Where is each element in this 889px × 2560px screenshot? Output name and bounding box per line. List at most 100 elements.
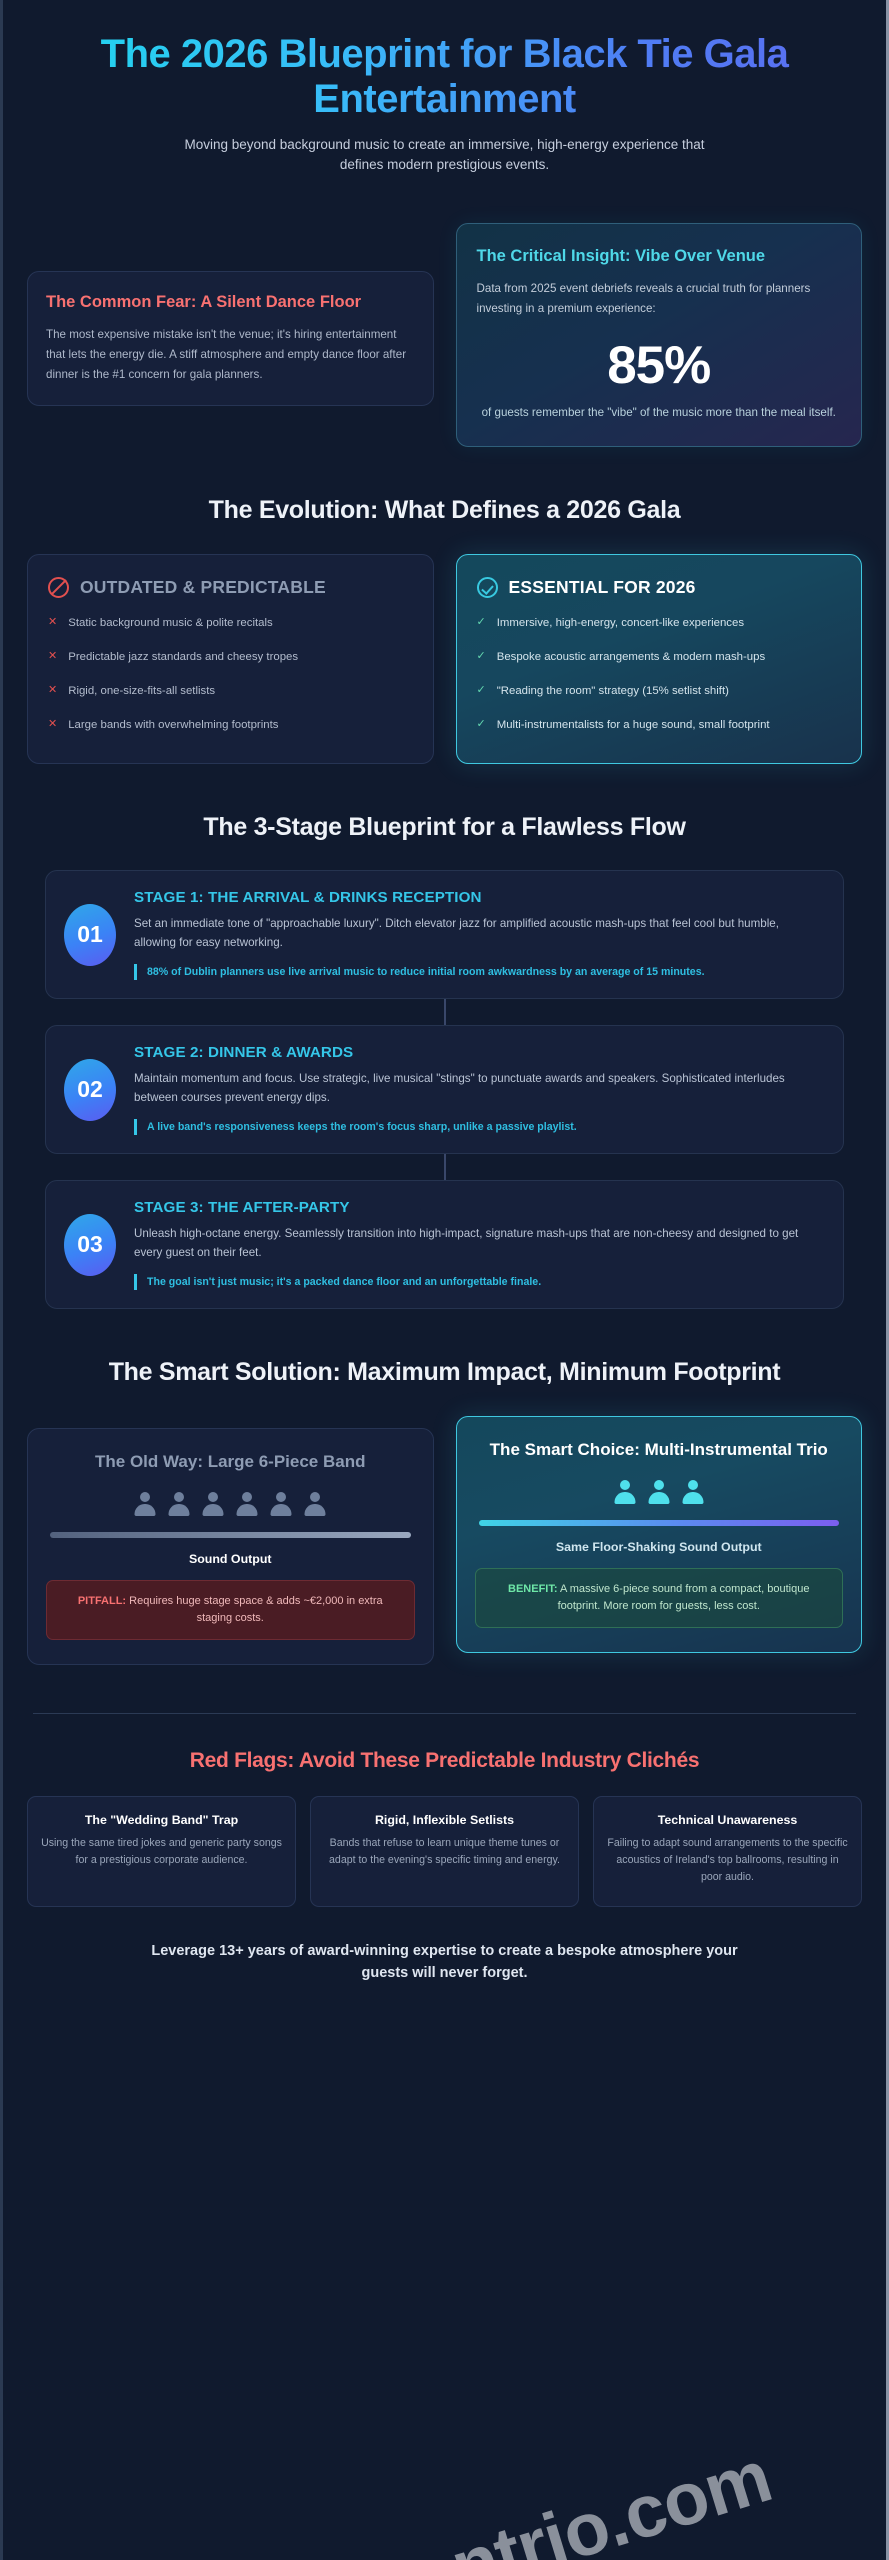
stage-body: Unleash high-octane energy. Seamlessly t… <box>134 1227 799 1259</box>
common-fear-body: The most expensive mistake isn't the ven… <box>46 327 407 381</box>
red-flags-heading: Red Flags: Avoid These Predictable Indus… <box>189 1749 700 1773</box>
red-flag-title: Rigid, Inflexible Setlists <box>374 1813 515 1827</box>
sound-output-bar-new <box>478 1520 839 1527</box>
outdated-card: OUTDATED & PREDICTABLE ✕ Static backgrou… <box>27 553 434 764</box>
x-icon: ✕ <box>48 684 58 697</box>
sound-output-label-old: Sound Output <box>188 1552 272 1567</box>
pitfall-note: PITFALL: Requires huge stage space & add… <box>46 1580 415 1641</box>
person-icon <box>236 1492 258 1517</box>
person-icon <box>202 1492 224 1517</box>
list-item-label: Rigid, one-size-fits-all setlists <box>68 685 216 698</box>
smart-solution-heading: The Smart Solution: Maximum Impact, Mini… <box>108 1358 781 1387</box>
stage-title: STAGE 1: THE ARRIVAL & DRINKS RECEPTION <box>134 889 482 907</box>
watermark: thehitmentrio.com <box>154 2433 780 2560</box>
person-icon <box>168 1492 190 1517</box>
list-item-label: Predictable jazz standards and cheesy tr… <box>68 650 299 663</box>
check-circle-icon <box>476 576 498 598</box>
red-flag-body: Using the same tired jokes and generic p… <box>41 1837 282 1866</box>
stat-value: 85% <box>607 335 711 395</box>
stage-highlight: A live band's responsiveness keeps the r… <box>134 1118 823 1136</box>
common-fear-title: The Common Fear: A Silent Dance Floor <box>46 293 362 312</box>
stage-highlight: 88% of Dublin planners use live arrival … <box>134 963 823 981</box>
old-way-title: The Old Way: Large 6-Piece Band <box>95 1451 366 1471</box>
stage-number-badge: 01 <box>64 903 116 966</box>
outdated-title: OUTDATED & PREDICTABLE <box>80 576 326 597</box>
person-icon <box>682 1480 704 1505</box>
stage-title: STAGE 2: DINNER & AWARDS <box>134 1044 354 1062</box>
check-icon: ✓ <box>476 684 486 697</box>
smart-choice-title: The Smart Choice: Multi-Instrumental Tri… <box>489 1439 828 1459</box>
list-item-label: Static background music & polite recital… <box>68 616 273 629</box>
red-flag-card: Rigid, Inflexible Setlists Bands that re… <box>310 1796 579 1907</box>
check-icon: ✓ <box>476 718 486 731</box>
stat-caption: of guests remember the "vibe" of the mus… <box>481 405 836 419</box>
evolution-heading: The Evolution: What Defines a 2026 Gala <box>208 496 681 525</box>
benefit-body: A massive 6-piece sound from a compact, … <box>557 1583 810 1613</box>
list-item: ✕ Large bands with overwhelming footprin… <box>48 716 413 734</box>
essential-list: ✓ Immersive, high-energy, concert-like e… <box>477 614 842 735</box>
footer-cta: Leverage 13+ years of award-winning expe… <box>151 1942 738 1981</box>
hero-section: The 2026 Blueprint for Black Tie Gala En… <box>27 18 862 175</box>
blueprint-heading: The 3-Stage Blueprint for a Flawless Flo… <box>203 812 686 841</box>
red-flag-card: The "Wedding Band" Trap Using the same t… <box>27 1796 296 1907</box>
sound-output-bar-old <box>50 1532 411 1539</box>
list-item: ✕ Static background music & polite recit… <box>48 614 413 632</box>
sound-output-label-new: Same Floor-Shaking Sound Output <box>555 1540 762 1555</box>
band-size-icons-new <box>475 1480 844 1505</box>
benefit-label: BENEFIT: <box>508 1583 558 1596</box>
list-item-label: Multi-instrumentalists for a huge sound,… <box>496 719 770 732</box>
person-icon <box>304 1492 326 1517</box>
red-flag-body: Bands that refuse to learn unique theme … <box>329 1837 560 1866</box>
stage-title: STAGE 3: THE AFTER-PARTY <box>134 1199 350 1217</box>
critical-insight-lead: Data from 2025 event debriefs reveals a … <box>476 281 811 315</box>
hero-subtitle: Moving beyond background music to create… <box>184 136 705 172</box>
list-item: ✓ Immersive, high-energy, concert-like e… <box>477 614 842 632</box>
ban-icon <box>48 576 69 598</box>
list-item: ✕ Rigid, one-size-fits-all setlists <box>48 682 413 700</box>
list-item-label: Immersive, high-energy, concert-like exp… <box>496 616 745 629</box>
section-divider <box>33 1713 856 1715</box>
old-way-card: The Old Way: Large 6-Piece Band Sound Ou… <box>27 1427 434 1666</box>
critical-insight-card: The Critical Insight: Vibe Over Venue Da… <box>455 223 862 448</box>
x-icon: ✕ <box>48 649 58 662</box>
red-flag-title: The "Wedding Band" Trap <box>84 1813 239 1827</box>
red-flag-card: Technical Unawareness Failing to adapt s… <box>593 1796 862 1907</box>
red-flag-title: Technical Unawareness <box>657 1813 798 1827</box>
x-icon: ✕ <box>48 615 58 628</box>
list-item-label: Bespoke acoustic arrangements & modern m… <box>496 650 766 663</box>
x-icon: ✕ <box>48 718 58 731</box>
list-item: ✕ Predictable jazz standards and cheesy … <box>48 648 413 666</box>
list-item-label: Large bands with overwhelming footprints <box>68 719 279 732</box>
stage-connector <box>443 999 446 1026</box>
check-icon: ✓ <box>476 615 486 628</box>
stage-highlight: The goal isn't just music; it's a packed… <box>134 1273 823 1291</box>
stage-card-2: 02 STAGE 2: DINNER & AWARDS Maintain mom… <box>45 1025 844 1155</box>
band-size-icons-old <box>46 1492 415 1517</box>
list-item: ✓ "Reading the room" strategy (15% setli… <box>477 682 842 700</box>
smart-choice-card: The Smart Choice: Multi-Instrumental Tri… <box>455 1415 862 1654</box>
page-title: The 2026 Blueprint for Black Tie Gala En… <box>67 32 822 122</box>
list-item-label: "Reading the room" strategy (15% setlist… <box>496 685 729 698</box>
person-icon <box>614 1480 636 1505</box>
stage-number-badge: 02 <box>64 1058 116 1121</box>
person-icon <box>134 1492 156 1517</box>
stage-body: Maintain momentum and focus. Use strateg… <box>134 1072 785 1104</box>
blueprint-stages: 01 STAGE 1: THE ARRIVAL & DRINKS RECEPTI… <box>27 870 862 1310</box>
fear-insight-section: The Common Fear: A Silent Dance Floor Th… <box>27 223 862 448</box>
benefit-note: BENEFIT: A massive 6-piece sound from a … <box>474 1568 843 1629</box>
list-item: ✓ Bespoke acoustic arrangements & modern… <box>477 648 842 666</box>
outdated-list: ✕ Static background music & polite recit… <box>48 614 413 735</box>
red-flags-cards: The "Wedding Band" Trap Using the same t… <box>27 1796 862 1907</box>
critical-insight-title: The Critical Insight: Vibe Over Venue <box>476 247 766 266</box>
stage-number-badge: 03 <box>64 1213 116 1276</box>
person-icon <box>270 1492 292 1517</box>
stage-card-1: 01 STAGE 1: THE ARRIVAL & DRINKS RECEPTI… <box>45 870 844 1000</box>
person-icon <box>648 1480 670 1505</box>
pitfall-label: PITFALL: <box>77 1595 127 1608</box>
check-icon: ✓ <box>476 649 486 662</box>
common-fear-card: The Common Fear: A Silent Dance Floor Th… <box>27 271 434 406</box>
stage-connector <box>443 1154 446 1181</box>
red-flag-body: Failing to adapt sound arrangements to t… <box>607 1837 848 1883</box>
stage-card-3: 03 STAGE 3: THE AFTER-PARTY Unleash high… <box>45 1180 844 1310</box>
